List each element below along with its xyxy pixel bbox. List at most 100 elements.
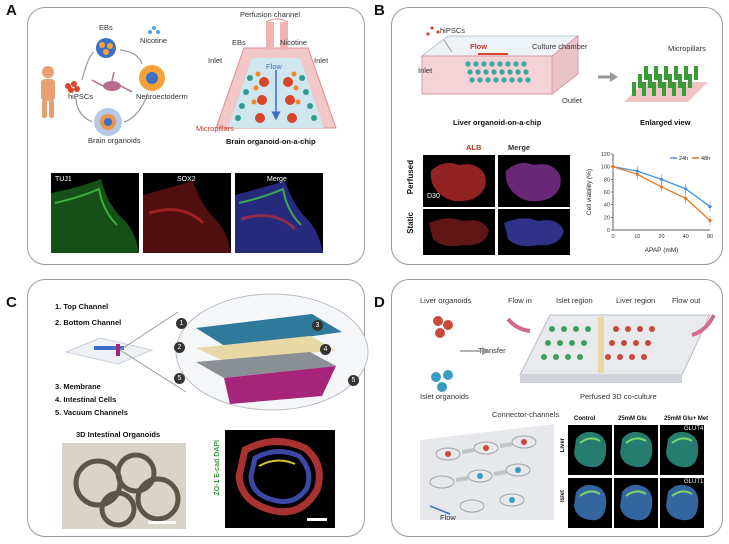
label-islet-region: Islet region: [556, 296, 593, 305]
image-sox2: SOX2: [143, 173, 231, 253]
y-axis-label: Cell viability (%): [586, 169, 593, 215]
liver-image-1: [568, 425, 612, 475]
y-tick-label: 120: [601, 152, 610, 158]
label-flow: Flow: [266, 62, 282, 71]
nicotine-icon: [148, 26, 160, 34]
panel-c-letter: C: [6, 294, 17, 311]
image-merge-a: Merge: [235, 173, 323, 253]
gut-chip-marker-3: 3: [312, 320, 323, 331]
label-chip-ebs: EBs: [232, 38, 246, 47]
image-tuj1: TUJ1: [51, 173, 139, 253]
label-b-micropillars: Micropillars: [668, 44, 706, 53]
label-bottom-channel: 2. Bottom Channel: [55, 318, 122, 327]
panel-d-letter: D: [374, 294, 385, 311]
y-tick-label: 20: [604, 215, 610, 221]
y-tick-label: 0: [607, 228, 610, 234]
label-sox2: SOX2: [177, 176, 196, 183]
label-islet-organoids: Islet organoids: [420, 392, 469, 401]
data-point-48h: [684, 196, 688, 200]
label-intestinal-cells: 4. Intestinal Cells: [55, 395, 117, 404]
label-brain-chip-title: Brain organoid-on-a-chip: [226, 137, 316, 146]
label-hipscs: hiPSCs: [68, 92, 94, 101]
label-glut1: GLUT1: [684, 479, 704, 485]
label-ebs: EBs: [99, 23, 113, 32]
image-zo1-ecad-dapi: [225, 430, 335, 528]
neuroectoderm-icon: [139, 65, 165, 91]
label-b-hipscs: hiPSCs: [440, 26, 466, 35]
stain-text: ZO-1 E-cad DAPI: [214, 440, 221, 496]
label-culture-chamber: Culture chamber: [532, 42, 588, 51]
connector-channels-diagram: [420, 424, 554, 520]
arrow-to-enlarged: [598, 72, 618, 82]
label-b-merge: Merge: [508, 143, 531, 152]
legend-label-48h: 48h: [701, 156, 710, 162]
label-inlet-left: Inlet: [208, 56, 223, 65]
label-liver-region: Liver region: [616, 296, 656, 305]
hipscs-cells-icon: [65, 81, 80, 93]
y-tick-label: 40: [604, 203, 610, 209]
label-3d-intestinal-organoids: 3D Intestinal Organoids: [76, 430, 161, 439]
label-nicotine: Nicotine: [140, 36, 168, 45]
brain-chip-diagram: [215, 18, 337, 129]
label-flow-in: Flow in: [508, 296, 532, 305]
panel-b-letter: B: [374, 2, 385, 19]
data-point-48h: [611, 165, 615, 169]
x-tick-label: 20: [658, 234, 664, 240]
label-row-islet: Islet: [560, 490, 566, 503]
image-alb-static: [423, 209, 495, 255]
label-b-inlet: Inlet: [418, 66, 433, 75]
label-chip-nicotine: Nicotine: [280, 38, 308, 47]
label-d-liver-organoids: Liver organoids: [420, 296, 472, 305]
arrow-1: [81, 51, 95, 81]
data-point-24h: [684, 187, 688, 191]
data-point-48h: [635, 172, 639, 176]
liver-image-2: [614, 425, 658, 475]
arrow-2: [119, 49, 143, 65]
data-point-48h: [659, 185, 664, 189]
gut-chip-marker-5: 5: [174, 373, 185, 384]
islet-image-1: [568, 478, 612, 528]
label-flow-out: Flow out: [672, 296, 701, 305]
image-merge-static: [498, 209, 570, 255]
gut-chip-marker-2: 2: [174, 342, 185, 353]
x-axis-label: APAP (mM): [645, 247, 679, 254]
label-static: Static: [406, 212, 415, 234]
label-enlarged-view: Enlarged view: [640, 118, 691, 127]
label-micropillars: Micropillars: [196, 124, 234, 133]
y-tick-label: 100: [601, 165, 610, 171]
label-col-glu: 25mM Glu: [618, 416, 647, 422]
label-perfused: Perfused: [406, 160, 415, 195]
label-row-liver: Liver: [560, 438, 566, 453]
y-tick-label: 60: [604, 190, 610, 196]
label-d-flow: Flow: [440, 513, 456, 522]
liver-organoid-cluster: [433, 316, 453, 338]
label-tuj1: TUJ1: [55, 176, 72, 183]
label-coculture: Perfused 3D co-culture: [580, 392, 657, 401]
image-merge-perfused: [498, 155, 570, 207]
label-perfusion-channel: Perfusion channel: [240, 10, 301, 19]
x-tick-label: 0: [611, 234, 614, 240]
label-zo1-stain: ZO-1 E-cad DAPI: [214, 440, 221, 496]
data-point-24h: [708, 204, 712, 209]
label-col-control: Control: [574, 416, 596, 422]
label-glut4: GLUT4: [684, 426, 704, 432]
label-alb: ALB: [466, 143, 482, 152]
label-merge-a: Merge: [267, 176, 287, 183]
label-connector-channels: Connector-channels: [492, 410, 560, 419]
islet-organoid-cluster: [431, 370, 453, 392]
gut-chip-marker-1: 1: [176, 318, 187, 329]
y-tick-label: 80: [604, 177, 610, 183]
ebs-cluster-icon: [96, 38, 116, 58]
arrow-3: [123, 93, 149, 123]
liver-chip-diagram: [420, 26, 580, 96]
label-d30: D30: [427, 193, 440, 200]
image-alb-perfused: D30: [423, 155, 495, 207]
label-top-channel: 1. Top Channel: [55, 302, 109, 311]
label-inlet-right: Inlet: [314, 56, 329, 65]
label-brain-organoids: Brain organoids: [88, 136, 141, 145]
arrow-4: [75, 97, 93, 123]
label-b-outlet: Outlet: [562, 96, 583, 105]
panel-a-letter: A: [6, 2, 17, 19]
liver-image-3: [660, 425, 704, 475]
